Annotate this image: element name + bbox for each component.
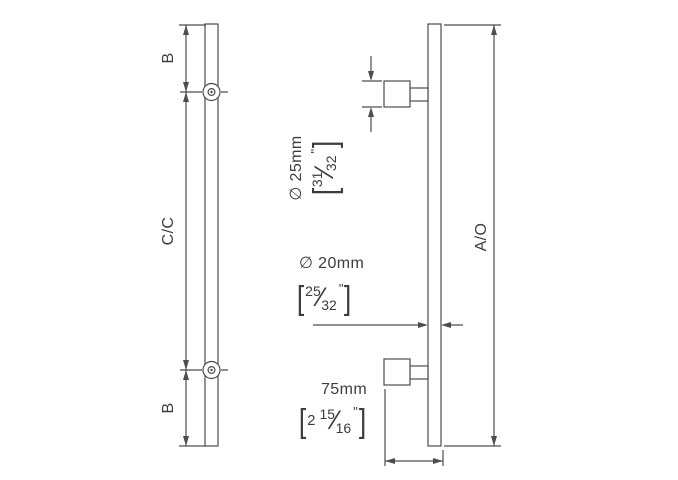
inch-mark: " — [307, 148, 323, 154]
fraction-denominator: 32 — [323, 155, 339, 172]
bracket-close: ] — [358, 402, 367, 439]
bracket-open: [ — [305, 188, 343, 196]
dim-label-ao: A/O — [473, 222, 490, 252]
front-view — [179, 23, 228, 447]
arrowheads-dia20 — [418, 322, 451, 328]
inch-mark: " — [338, 281, 344, 296]
dia25-imperial-fraction: [ 31 ⁄ 32 " ] — [305, 140, 343, 197]
handle-bar-front — [204, 23, 219, 447]
fraction-denominator: 32 — [321, 296, 337, 313]
bracket-close: ] — [305, 140, 343, 148]
dia20-imperial-fraction: [ 25 ⁄ 32 " ] — [296, 281, 353, 314]
dim-label-b-top: B — [160, 52, 177, 64]
standoff-top — [383, 80, 429, 108]
extension-lines-ao — [444, 24, 501, 447]
extension-lines-front — [179, 24, 228, 447]
fraction-numerator: 25 — [305, 282, 321, 299]
arrowheads-75mm — [385, 458, 443, 464]
fraction-numerator: 15 — [319, 405, 336, 422]
bracket-open: [ — [298, 402, 307, 439]
handle-bar-side — [427, 23, 442, 447]
fraction-denominator: 16 — [335, 419, 352, 436]
fixing-point-bottom — [202, 360, 221, 380]
dim-label-75mm: 75mm — [321, 381, 368, 398]
dimension-dia25-lines — [362, 56, 382, 132]
fraction-numerator: 31 — [309, 171, 325, 188]
dim-label-cc: C/C — [160, 216, 177, 246]
bracket-open: [ — [296, 279, 305, 316]
standoff-bottom — [383, 358, 429, 386]
dim-label-dia20: ∅ 20mm — [299, 255, 365, 272]
fraction-slash: ⁄ — [318, 282, 324, 313]
inch-mark: " — [353, 404, 358, 419]
arrowheads-front — [183, 25, 189, 446]
dim-label-dia25: ∅ 25mm [ 31 ⁄ 32 " ] — [287, 123, 343, 213]
fraction-slash: ⁄ — [333, 405, 338, 436]
dim-label-b-bottom: B — [160, 402, 177, 414]
arrowheads-ao — [491, 25, 497, 446]
proj-imperial-fraction: [ 2 15 ⁄ 16 " ] — [298, 404, 367, 437]
bracket-close: ] — [344, 279, 352, 316]
arrowheads-dia25 — [368, 71, 374, 117]
side-view — [313, 23, 501, 466]
fraction-whole-number: 2 — [307, 412, 316, 429]
fixing-point-top — [202, 82, 221, 102]
dia25-metric-text: ∅ 25mm — [287, 135, 305, 201]
